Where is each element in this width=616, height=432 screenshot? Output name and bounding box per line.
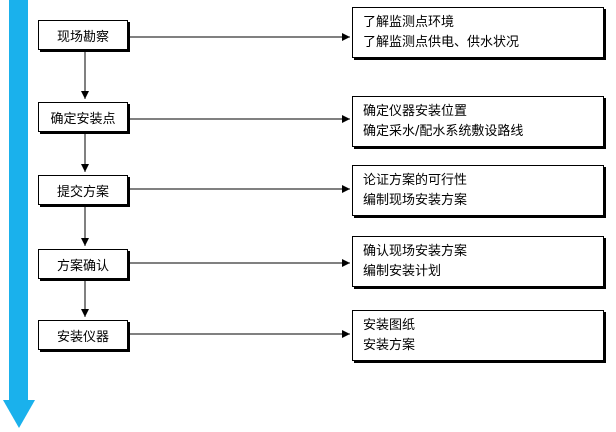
step-box-install-point: 确定安装点 xyxy=(38,102,128,132)
desc-box-submit-plan: 论证方案的可行性 编制现场安装方案 xyxy=(352,165,604,216)
step-box-install-instrument: 安装仪器 xyxy=(38,320,128,350)
step-box-plan-confirm: 方案确认 xyxy=(38,249,128,279)
desc-line: 编制现场安装方案 xyxy=(363,193,468,208)
desc-box-plan-confirm: 确认现场安装方案 编制安装计划 xyxy=(352,236,604,287)
desc-line: 确定采水/配水系统敷设路线 xyxy=(363,124,524,139)
desc-line: 安装方案 xyxy=(363,338,416,353)
desc-box-install-point: 确定仪器安装位置 确定采水/配水系统敷设路线 xyxy=(352,96,604,147)
timeline-arrow-shaft xyxy=(9,0,28,402)
timeline-arrow-head xyxy=(3,400,35,428)
desc-line: 安装图纸 xyxy=(363,318,416,333)
step-box-submit-plan: 提交方案 xyxy=(38,175,128,205)
desc-box-install-instrument: 安装图纸 安装方案 xyxy=(352,310,604,361)
desc-line: 确认现场安装方案 xyxy=(363,244,468,259)
desc-line: 了解监测点环境 xyxy=(363,15,455,30)
desc-line: 确定仪器安装位置 xyxy=(363,104,468,119)
desc-box-site-survey: 了解监测点环境 了解监测点供电、供水状况 xyxy=(352,7,604,58)
desc-line: 编制安装计划 xyxy=(363,264,442,279)
desc-line: 论证方案的可行性 xyxy=(363,173,468,188)
desc-line: 了解监测点供电、供水状况 xyxy=(363,35,520,50)
step-box-site-survey: 现场勘察 xyxy=(38,20,128,50)
